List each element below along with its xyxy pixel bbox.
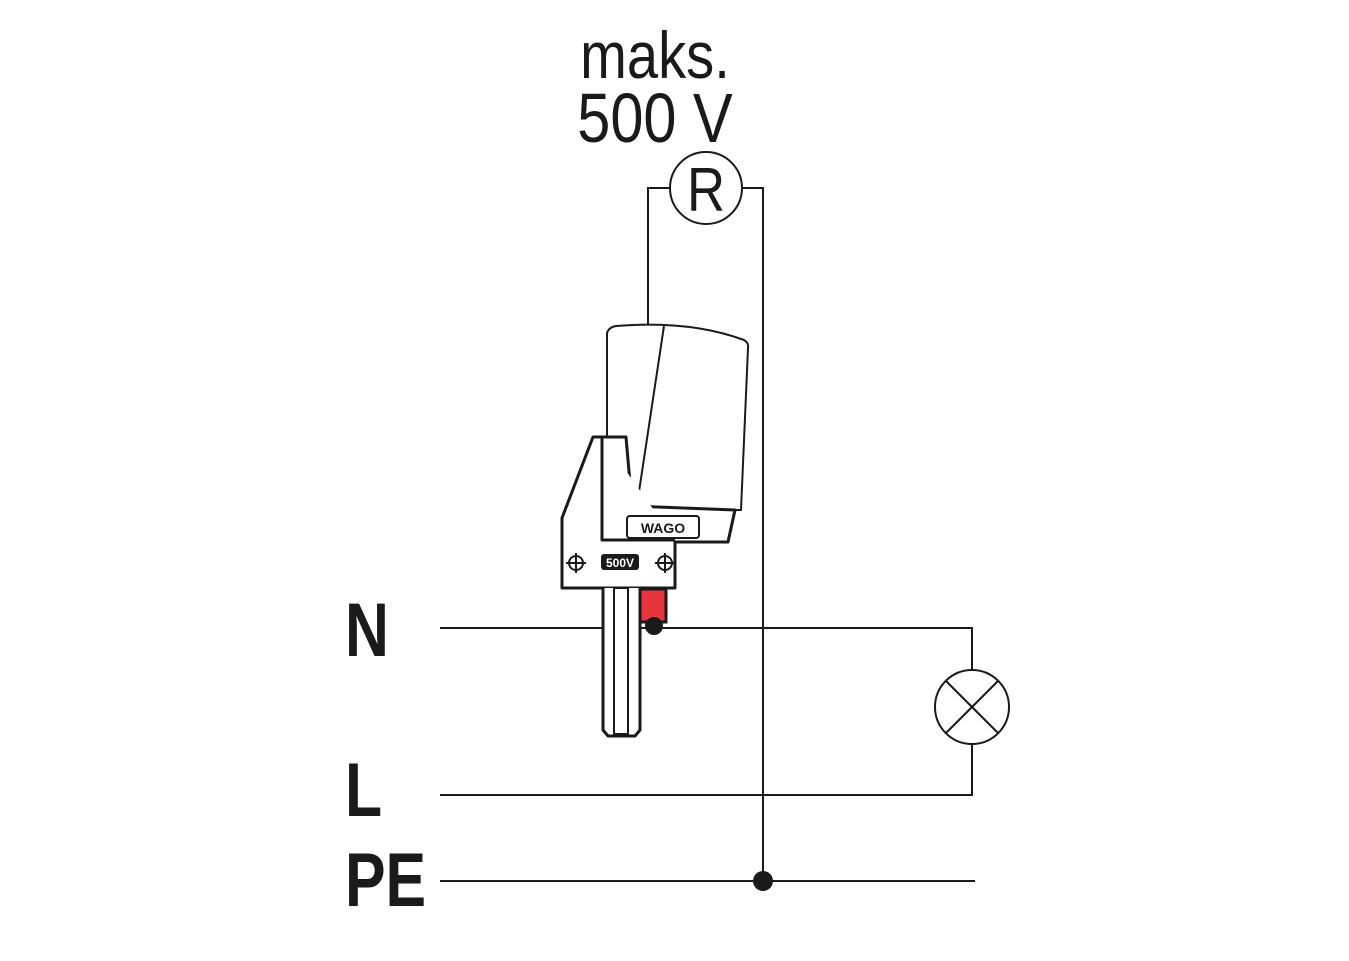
screw-mark-right-icon: [655, 553, 675, 573]
screw-mark-left-icon: [566, 553, 586, 573]
lamp-symbol: [934, 669, 1010, 745]
resistance-meter-symbol: [669, 151, 743, 225]
label-l: L: [345, 748, 382, 833]
wago-connector: WAGO 500V: [560, 323, 750, 738]
wago-logo-plate: [626, 515, 700, 539]
neutral-conductor: [440, 627, 973, 670]
label-pe: PE: [345, 838, 426, 923]
line-conductor: [440, 744, 973, 796]
test-pin: [601, 588, 642, 738]
wago-logo-text: WAGO: [641, 520, 685, 536]
pe-junction-dot: [753, 871, 773, 891]
contact-dot: [645, 617, 663, 635]
meter-lead-right: [742, 187, 764, 881]
meter-symbol-label: R: [687, 156, 725, 225]
meter-lead-left: [647, 187, 670, 326]
voltage-label-line1: maks.: [580, 19, 730, 92]
voltage-label-line2: 500 V: [577, 78, 733, 157]
red-contact: [638, 587, 668, 624]
rating-label: 500V: [606, 556, 634, 570]
label-n: N: [345, 588, 389, 673]
